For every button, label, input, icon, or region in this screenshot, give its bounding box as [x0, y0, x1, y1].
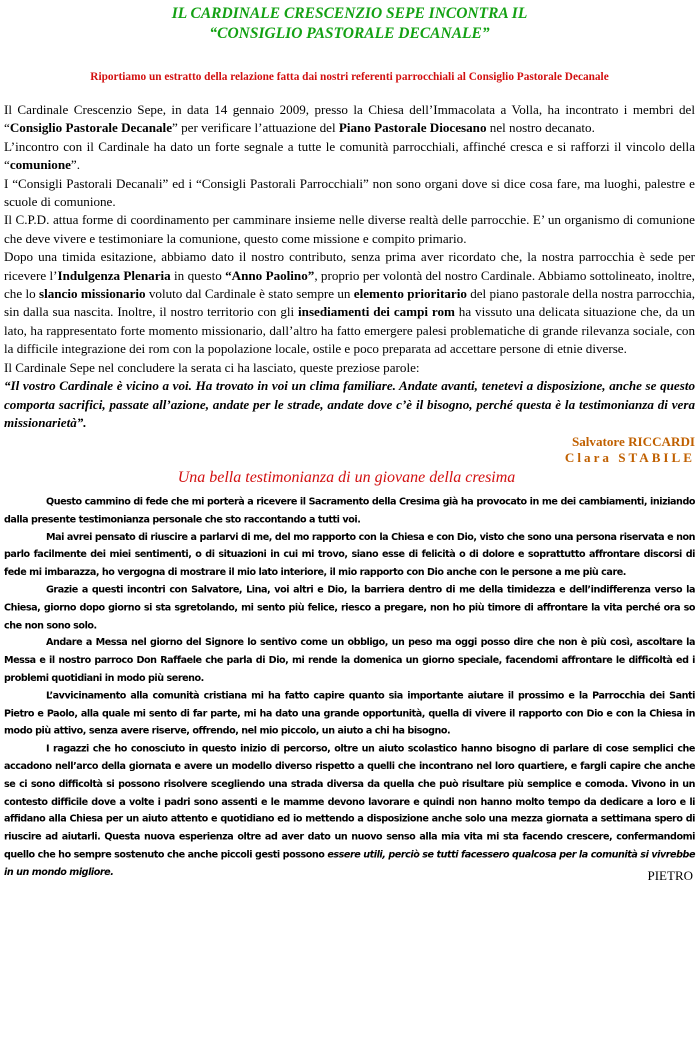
testimony-closing-italic: essere utili, perciò se tutti facessero … [4, 849, 695, 879]
testimony-paragraph: L’avvicinamento alla comunità cristiana … [4, 690, 695, 738]
article-signatures: Salvatore RICCARDI Clara STABILE [4, 434, 695, 466]
article-paragraph-6: Il Cardinale Sepe nel concludere la sera… [4, 359, 420, 375]
article-paragraph-4: Il C.P.D. attua forme di coordinamento p… [4, 212, 695, 246]
signature-riccardi: Salvatore RICCARDI [571, 434, 695, 450]
cardinal-quote: “Il vostro Cardinale è vicino a voi. Ha … [4, 378, 695, 430]
testimony-paragraph: Questo cammino di fede che mi porterà a … [4, 496, 695, 526]
testimony-body: Questo cammino di fede che mi porterà a … [4, 494, 695, 882]
testimony-paragraph: Andare a Messa nel giorno del Signore lo… [4, 637, 695, 685]
testimony-heading: Una bella testimonianza di un giovane de… [177, 469, 516, 487]
testimony-paragraph-last: I ragazzi che ho conosciuto in questo in… [4, 743, 695, 879]
article-title-line2: “CONSIGLIO PASTORALE DECANALE” [209, 25, 490, 42]
article-paragraph-2: L’incontro con il Cardinale ha dato un f… [4, 138, 695, 173]
article-subtitle: Riportiamo un estratto della relazione f… [90, 71, 609, 83]
article-body: Il Cardinale Crescenzio Sepe, in data 14… [4, 101, 695, 432]
article-paragraph-5: Dopo una timida esitazione, abbiamo dato… [4, 249, 696, 357]
article-paragraph-3: I “Consigli Pastorali Decanali” ed i “Co… [4, 175, 695, 210]
article-title-line1: IL CARDINALE CRESCENZIO SEPE INCONTRA IL [171, 5, 528, 22]
article-title: IL CARDINALE CRESCENZIO SEPE INCONTRA IL… [4, 4, 695, 44]
testimony-paragraph: Grazie a questi incontri con Salvatore, … [4, 584, 695, 632]
article-paragraph-1: Il Cardinale Crescenzio Sepe, in data 14… [4, 102, 695, 136]
testimony-author: PIETRO [647, 867, 694, 883]
signature-stabile: Clara STABILE [564, 450, 695, 466]
testimony-paragraph: Mai avrei pensato di riuscire a parlarvi… [4, 531, 695, 579]
